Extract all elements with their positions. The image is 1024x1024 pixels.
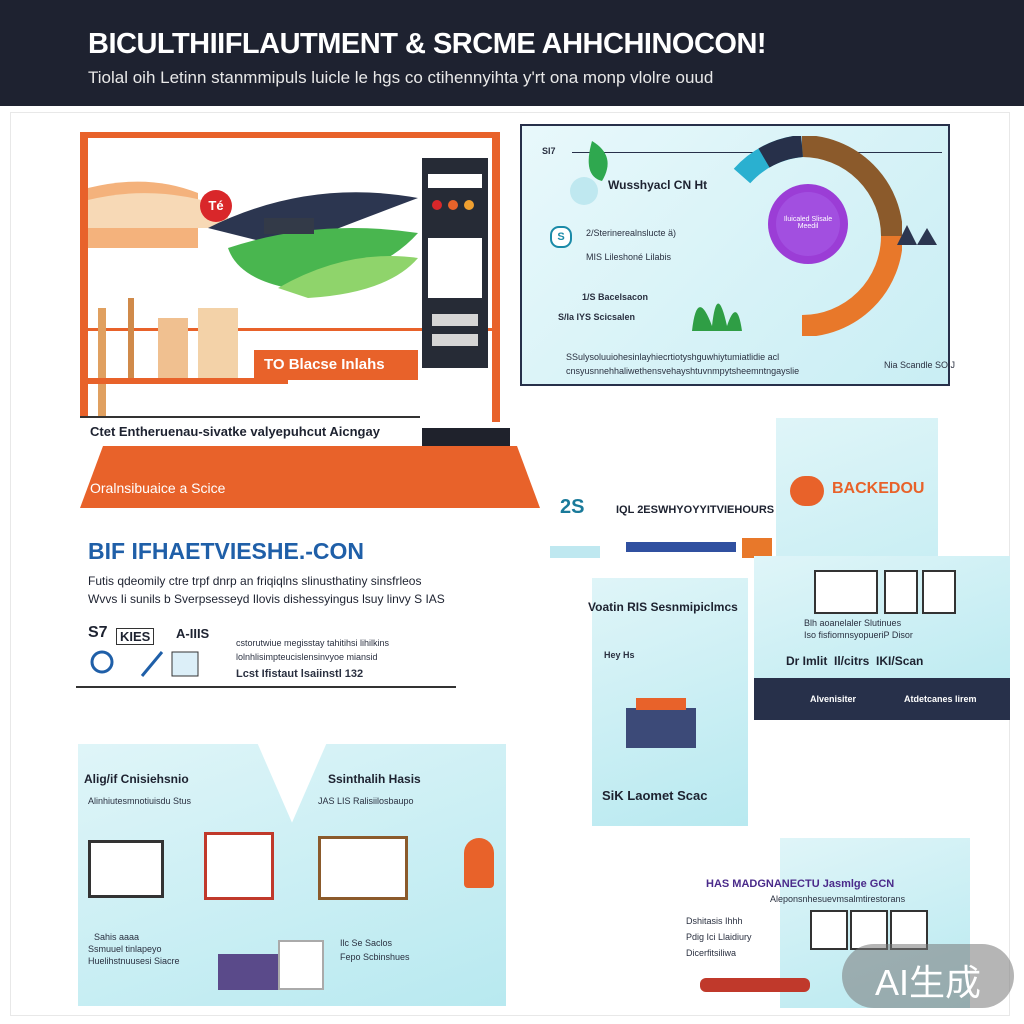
footer-band: Alvenisiter Atdetcanes lirem (754, 678, 1010, 720)
sidebar-bar (432, 314, 478, 326)
card-item: Hey Hs (604, 650, 635, 660)
footer-label: Alvenisiter (810, 694, 857, 704)
machine-icon (218, 954, 278, 990)
footer-label: Atdetcanes lirem (904, 694, 977, 704)
screen-thumb (922, 570, 956, 614)
factory-icon (626, 698, 696, 748)
person-icon (464, 838, 494, 888)
header-text: IQL 2ESWHYOYYITVIEHOURS (616, 504, 775, 516)
screen-sidebar (422, 158, 488, 368)
donut-chart (733, 136, 902, 336)
page-header: BICULTHIIFLAUTMENT & SRCME AHHCHINOCON! … (0, 0, 1024, 106)
list-item: MIS Lileshoné Lilabis (586, 252, 672, 262)
panel-title-fragment: SI7 (542, 146, 556, 156)
section-line: Futis qdeomily ctre trpf dnrp an friqiql… (88, 574, 422, 588)
dot-icon (448, 200, 458, 210)
header-badge: 2S (560, 496, 585, 518)
presentation-base: Oralnsibuaice a Scice (80, 446, 540, 508)
building-icon (204, 832, 274, 900)
card-subtitle: Aleponsnhesuevmsalmtirestorans (770, 894, 906, 904)
sidebar-bar (432, 334, 478, 346)
donut-label: Iluicaled Slisale Meedil (783, 216, 833, 230)
ai-watermark: AI生成 (842, 944, 1014, 1008)
infographic-panel: SI7 Wusshyacl CN Ht S 2/Sterinerealnsluc… (520, 124, 955, 386)
stat-note: lolnhlisimpteucislensinvyoe miansid (236, 652, 378, 662)
scene-label: Alig/if Cnisiehsnio (84, 772, 189, 786)
step-icon: S (550, 226, 572, 248)
banner: TO Blacse Inlahs (254, 350, 418, 380)
description-text: SSulysoluuiohesinlayhiecrtiotyshguwhiytu… (566, 352, 780, 362)
plant-icon (897, 225, 937, 245)
list-item: 2/Sterinerealnslucte ä) (586, 228, 677, 238)
card-footer: SiK Laomet Scac (602, 788, 708, 803)
section-line: Wvvs Ii sunils b Sverpsesseyd Ilovis dis… (88, 592, 445, 606)
scene-label: Alinhiutesmnotiuisdu Stus (88, 796, 192, 806)
building-icon (88, 840, 164, 898)
page-title: BICULTHIIFLAUTMENT & SRCME AHHCHINOCON! (88, 28, 767, 60)
side-note: Nia Scandle SOIJ (884, 360, 956, 370)
card-caption: Pdig Ici Llaidiury (686, 932, 752, 942)
presentation-panel: Té TO Blacse Inlahs Ctet Entheruenau-siv… (80, 128, 540, 508)
screen-thumb (814, 570, 878, 614)
dot-icon (432, 200, 442, 210)
grass-icon (692, 303, 742, 331)
description-text: cnsyusnnehhaliwethensvehayshtuvnmpytshee… (566, 366, 800, 376)
stat-note: cstorutwiue megisstay tahitihsi lihilkin… (236, 638, 390, 648)
card-caption: Blh aoanelaler Slutinues (804, 618, 902, 628)
sidebar-card (428, 174, 482, 188)
scene-caption: Huelihstnuusesi Siacre (88, 956, 180, 966)
screen-thumb (884, 570, 918, 614)
base-label: Oralnsibuaice a Scice (90, 480, 226, 496)
sidebar-panel (428, 238, 482, 298)
metric-label: 1/S Bacelsacon (582, 292, 649, 302)
section-title: BIF IFHAETVIESHE.-CON (88, 538, 365, 564)
card-title: BACKEDOU (832, 480, 925, 497)
card-title: HAS MADGNANECTU Jasmlge GCN (706, 878, 895, 890)
scene-label: Ssinthalih Hasis (328, 772, 421, 786)
screens-card: Blh aoanelaler Slutinues Iso fisfiomnsyo… (754, 556, 1010, 720)
scene-caption: Fepo Scbinshues (340, 952, 410, 962)
building-icon (318, 836, 408, 900)
watermark-text: AI生成 (874, 962, 981, 1003)
scene-caption: Sahis aaaa (94, 932, 140, 942)
card-caption: Dicerfitsiliwa (686, 948, 737, 958)
stat-value: A-IIIS (176, 626, 210, 641)
frame-right (492, 132, 500, 422)
card-caption: Dshitasis Ihhh (686, 916, 743, 926)
caption-bar: Ctet Entheruenau-sivatke valyepuhcut Aic… (80, 416, 420, 448)
bottom-right-content: HAS MADGNANECTU Jasmlge GCN Aleponsnhesu… (660, 838, 1000, 1008)
card-title: Voatin RIS Sesnmipiclmcs (588, 600, 738, 614)
logo-icon (790, 476, 824, 506)
card-caption: Iso fisfiomnsyopueriP Disor (804, 630, 913, 640)
frame-top (80, 132, 500, 138)
stat-value: KIES (116, 628, 155, 645)
metric-label: S/Ia IYS Scicsalen (558, 312, 636, 322)
card-stats: Dr Imlit Il/citrs IKI/Scan (786, 654, 924, 668)
tools-icon (90, 650, 199, 677)
left-card: Voatin RIS Sesnmipiclmcs Hey Hs SiK Laom… (588, 578, 748, 826)
leaf-icon (570, 141, 608, 205)
scene-caption: Ilc Se Saclos (340, 938, 393, 948)
header-illustration (550, 538, 772, 558)
scene-caption: Ssmuuel tinlapeyo (88, 944, 162, 954)
caption-text: Ctet Entheruenau-sivatke valyepuhcut Aic… (90, 424, 380, 439)
stat-value: S7 (88, 624, 108, 641)
dot-icon (464, 200, 474, 210)
screen-badge: Té (200, 190, 232, 222)
frame-left (80, 132, 88, 422)
shelf-illustration (88, 298, 288, 418)
panel-heading: Wusshyacl CN Ht (608, 178, 708, 192)
stats-strip: S7 KIES A-IIIS cstorutwiue megisstay tah… (76, 620, 456, 688)
house-icon (278, 940, 324, 990)
page-subtitle: Tiolal oih Letinn stanmmipuls luicle le … (88, 68, 714, 87)
screen-illustration (88, 181, 418, 298)
scene-label: JAS LIS Ralisiilosbaupo (318, 796, 414, 806)
screen-thumb (810, 910, 848, 950)
boat-icon (700, 978, 810, 992)
scene-content: Alig/if Cnisiehsnio Alinhiutesmnotiuisdu… (78, 744, 506, 1006)
stat-note: Lcst Ifistaut lsaiinstl 132 (236, 668, 364, 680)
